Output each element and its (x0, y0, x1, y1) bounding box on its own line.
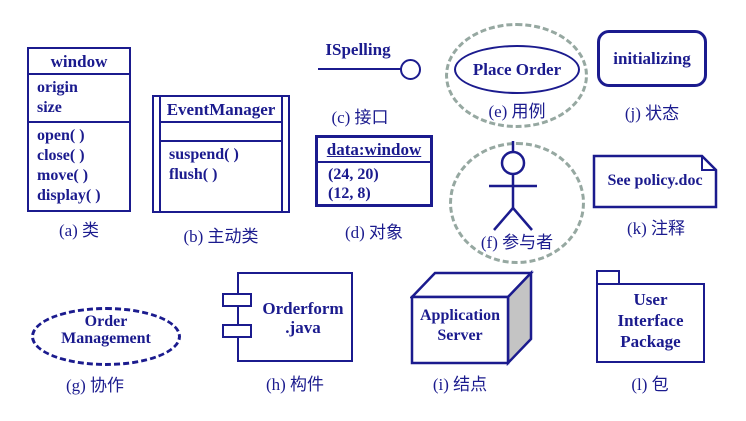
caption-note: (k) 注释 (626, 219, 686, 238)
interface-name: ISpelling (325, 40, 391, 59)
interface-lollipop-circle (400, 59, 421, 80)
object-slots: (24, 20) (12, 8) (318, 163, 430, 203)
component-shape (237, 272, 353, 362)
package-name-line: Package (620, 332, 681, 351)
component-name-line: .java (285, 318, 321, 337)
active-class-operation: suspend( ) (169, 146, 239, 163)
object-slot-value: (12, 8) (328, 185, 371, 202)
interface-lollipop-line (318, 68, 402, 70)
actor-dashed-outline (449, 142, 585, 264)
active-class-separator (161, 140, 281, 142)
caption-interface: (c) 接口 (331, 108, 389, 127)
class-attribute: origin (37, 79, 78, 96)
actor-stick-figure-icon (489, 141, 537, 231)
usecase-ellipse: Place Order (454, 45, 580, 94)
class-operation: display( ) (37, 187, 101, 204)
class-operations: open( ) close( ) move( ) display( ) (29, 123, 129, 206)
active-class-shape: EventManager suspend( ) flush( ) (152, 95, 290, 213)
package-name-line: User (633, 290, 668, 309)
usecase-dashed-outline (445, 23, 588, 128)
package-body (596, 283, 705, 363)
object-slot-value: (24, 20) (328, 166, 379, 183)
caption-active-class: (b) 主动类 (183, 227, 259, 246)
package-name: User Interface Package (598, 289, 703, 352)
node-cube-shape (410, 270, 534, 366)
state-shape: initializing (597, 30, 707, 87)
object-name: data:window (318, 138, 430, 163)
class-operation: close( ) (37, 147, 85, 164)
caption-state: (j) 状态 (624, 104, 680, 123)
active-class-operation: flush( ) (169, 166, 218, 183)
package-name-line: Interface (617, 311, 684, 330)
active-class-name: EventManager (161, 97, 281, 123)
note-shape (592, 154, 718, 209)
node-name: Application Server (412, 306, 508, 346)
caption-component: (h) 构件 (265, 375, 325, 394)
caption-class: (a) 类 (58, 221, 100, 240)
caption-object: (d) 对象 (344, 223, 404, 242)
component-provided-tab (222, 293, 252, 307)
component-name: Orderform .java (253, 299, 353, 337)
active-class-operations: suspend( ) flush( ) (169, 145, 239, 185)
active-class-right-bar (281, 97, 283, 211)
note-text: See policy.doc (607, 172, 703, 189)
collaboration-name: Order Management (41, 313, 171, 347)
class-operation: open( ) (37, 127, 85, 144)
class-operation: move( ) (37, 167, 89, 184)
component-name-line: Orderform (262, 299, 344, 318)
collaboration-name-line: Management (61, 330, 151, 347)
class-name: window (29, 49, 129, 75)
caption-package: (l) 包 (631, 375, 669, 394)
class-shape: window origin size open( ) close( ) move… (27, 47, 131, 212)
class-attributes: origin size (29, 75, 129, 123)
node-name-line: Application (419, 307, 500, 324)
component-required-tab (222, 324, 252, 338)
caption-node: (i) 结点 (432, 375, 488, 394)
class-attribute: size (37, 99, 62, 116)
caption-actor: (f) 参与者 (480, 233, 554, 252)
node-name-line: Server (437, 327, 483, 344)
collaboration-dashed-ellipse (31, 307, 181, 366)
caption-collaboration: (g) 协作 (65, 376, 125, 395)
active-class-left-bar (159, 97, 161, 211)
collaboration-name-line: Order (84, 313, 128, 330)
caption-usecase: (e) 用例 (488, 102, 546, 121)
object-shape: data:window (24, 20) (12, 8) (315, 135, 433, 207)
